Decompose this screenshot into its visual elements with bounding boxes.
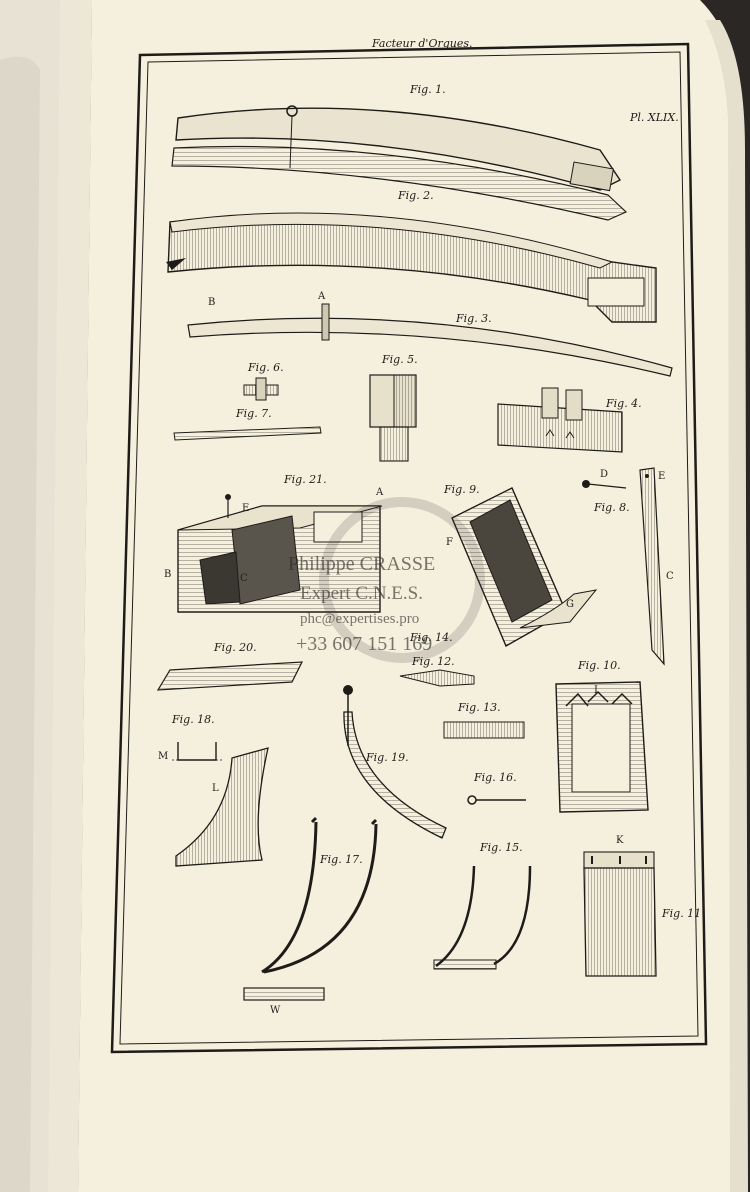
letter-b-fig3: B xyxy=(208,297,216,308)
fig11-label: Fig. 11 xyxy=(662,907,702,920)
fig13-label: Fig. 13. xyxy=(458,701,501,714)
fig15-spring xyxy=(433,865,532,970)
fig21-label: Fig. 21. xyxy=(284,473,327,486)
watermark-phone: +33 607 151 169 xyxy=(296,633,433,655)
fig1-label: Fig. 1. xyxy=(410,83,446,96)
fig4-label: Fig. 4. xyxy=(606,397,642,410)
fig16-label: Fig. 16. xyxy=(474,771,517,784)
fig8-pin xyxy=(582,480,627,489)
letter-c-fig21: C xyxy=(240,573,248,584)
letter-f-fig9: F xyxy=(446,537,453,548)
fig9-frame xyxy=(451,487,598,647)
fig5-block xyxy=(369,374,417,462)
fig18-label: Fig. 18. xyxy=(172,713,215,726)
watermark-email: phc@expertises.pro xyxy=(300,611,420,627)
fig13-bar xyxy=(443,721,525,739)
fig19-lever xyxy=(343,685,447,839)
fig3-label: Fig. 3. xyxy=(456,312,492,325)
fig10-label: Fig. 10. xyxy=(578,659,621,672)
letter-a-fig21: A xyxy=(376,487,384,498)
letter-d-fig8: D xyxy=(600,469,609,480)
fig1-beam xyxy=(171,105,628,221)
letter-k-fig11: K xyxy=(616,835,624,846)
fig20-plank xyxy=(156,661,304,691)
fig8-label: Fig. 8. xyxy=(594,501,630,514)
fig12-tool xyxy=(399,669,475,687)
plate-header: Facteur d'Orgues. xyxy=(372,37,473,50)
letter-e-fig21: E xyxy=(242,503,250,514)
fig17-label: Fig. 17. xyxy=(320,853,363,866)
fig9-label: Fig. 9. xyxy=(444,483,480,496)
letter-l-fig18: L xyxy=(212,783,219,794)
fig10-frame xyxy=(555,681,649,813)
fig18-bracket xyxy=(172,742,222,761)
fig20-label: Fig. 20. xyxy=(214,641,257,654)
letter-w-fig17: W xyxy=(270,1005,281,1016)
fig18-curved-strip xyxy=(175,747,269,867)
fig21-box xyxy=(177,494,383,613)
letter-a-fig3: A xyxy=(318,291,326,302)
letter-g-fig9: G xyxy=(566,599,574,610)
fig17-plate-w xyxy=(243,987,325,1001)
watermark-name: Philippe CRASSE xyxy=(288,553,436,575)
fig12-label: Fig. 12. xyxy=(412,655,455,668)
letter-m-fig18: M xyxy=(158,751,169,762)
letter-e-fig8: E xyxy=(658,471,666,482)
fig2-block xyxy=(166,212,657,323)
letter-i-fig10: I xyxy=(594,685,598,696)
fig7-strip xyxy=(173,426,322,441)
watermark-title: Expert C.N.E.S. xyxy=(300,583,423,604)
letter-c-fig8: C xyxy=(666,571,674,582)
fig14-label: Fig. 14. xyxy=(410,631,453,644)
fig3-slat xyxy=(187,303,673,377)
fig8-strip xyxy=(639,467,665,666)
fig2-label: Fig. 2. xyxy=(398,189,434,202)
fig16-pin xyxy=(467,795,526,805)
fig7-label: Fig. 7. xyxy=(236,407,272,420)
fig6-part xyxy=(243,377,279,401)
fig11-block xyxy=(583,851,657,977)
fig17-spring xyxy=(261,816,378,974)
plate-number: Pl. XLIX. xyxy=(630,111,679,124)
fig19-label: Fig. 19. xyxy=(366,751,409,764)
fig6-label: Fig. 6. xyxy=(248,361,284,374)
fig15-label: Fig. 15. xyxy=(480,841,523,854)
fig5-label: Fig. 5. xyxy=(382,353,418,366)
fig4-base xyxy=(497,387,623,453)
letter-b-fig21: B xyxy=(164,569,172,580)
